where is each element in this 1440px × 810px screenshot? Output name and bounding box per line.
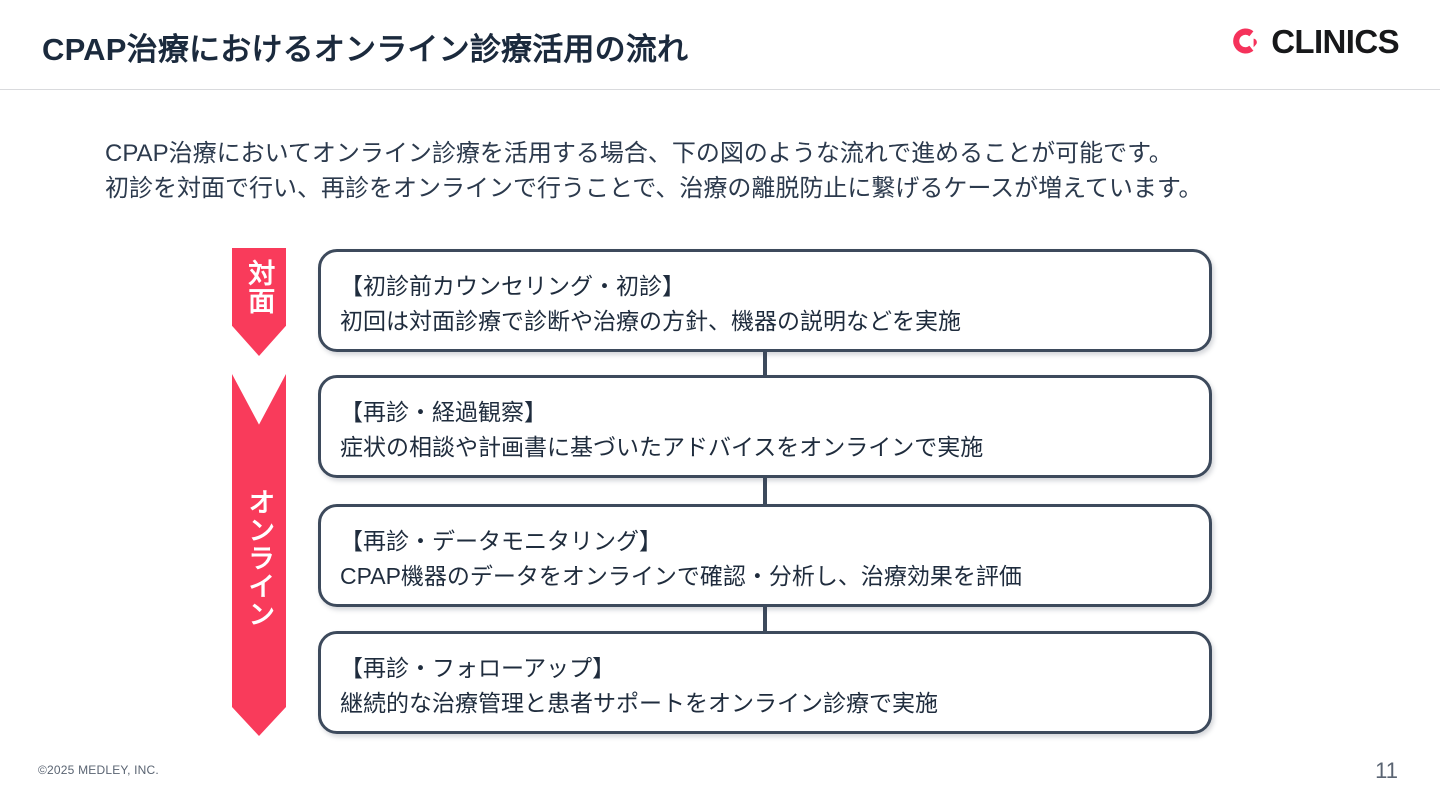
connector-line-1 [763,349,767,378]
step-title-4: 【再診・フォローアップ】 [340,655,616,681]
phase-label-online: オンライン [244,488,275,628]
step-title-3: 【再診・データモニタリング】 [340,528,662,554]
connector-line-2 [763,475,767,507]
step-title-2: 【再診・経過観察】 [340,399,547,425]
page-title: CPAP治療におけるオンライン診療活用の流れ [42,32,689,67]
step-desc-3: CPAP機器のデータをオンラインで確認・分析し、治療効果を評価 [340,563,1022,589]
step-desc-2: 症状の相談や計画書に基づいたアドバイスをオンラインで実施 [340,434,984,460]
step-desc-1: 初回は対面診療で診断や治療の方針、機器の説明などを実施 [340,308,961,334]
intro-paragraph: CPAP治療においてオンライン診療を活用する場合、下の図のような流れで進めること… [105,140,1203,202]
footer-copyright: ©2025 MEDLEY, INC. [38,763,159,777]
header-divider [0,89,1440,90]
step-box-4: 【再診・フォローアップ】 継続的な治療管理と患者サポートをオンライン診療で実施 [318,631,1212,734]
slide-header: CPAP治療におけるオンライン診療活用の流れ CLINICS [0,0,1440,89]
phase-arrow-online: オンライン [232,374,286,736]
phase-label-in-person: 対面 [244,259,275,315]
step-box-1: 【初診前カウンセリング・初診】 初回は対面診療で診断や治療の方針、機器の説明など… [318,249,1212,352]
phase-arrow-in-person: 対面 [232,248,286,356]
footer-page-number: 11 [1375,758,1398,783]
step-title-1: 【初診前カウンセリング・初診】 [340,273,685,299]
clinics-logo: CLINICS [1228,21,1400,61]
step-box-3: 【再診・データモニタリング】 CPAP機器のデータをオンラインで確認・分析し、治… [318,504,1212,607]
clinics-wordmark: CLINICS [1271,22,1399,60]
step-desc-4: 継続的な治療管理と患者サポートをオンライン診療で実施 [340,690,938,716]
step-box-2: 【再診・経過観察】 症状の相談や計画書に基づいたアドバイスをオンラインで実施 [318,375,1212,478]
connector-line-3 [763,604,767,634]
clinics-c-logo-icon [1228,24,1262,58]
